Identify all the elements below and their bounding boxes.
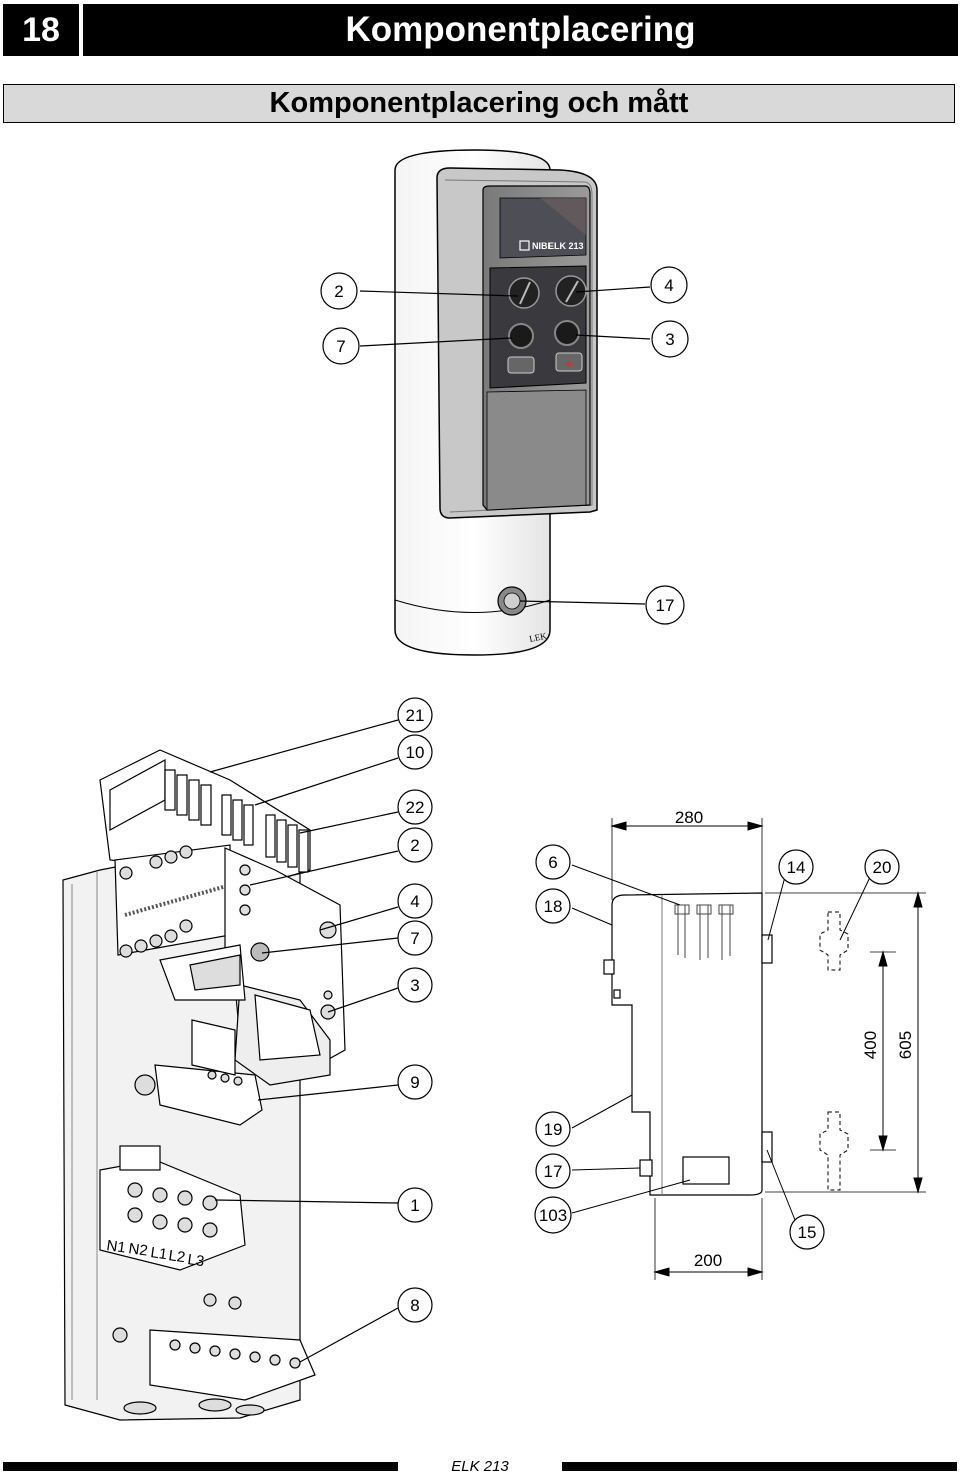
svg-text:21: 21: [406, 706, 425, 725]
callout-internal-1: 1: [397, 1187, 433, 1223]
callout-internal-7: 7: [397, 920, 433, 956]
callout-internal-2: 2: [397, 827, 433, 863]
svg-text:10: 10: [406, 743, 425, 762]
footer-rule-right: [562, 1462, 957, 1471]
callout-top-17: 17: [645, 585, 685, 625]
dim-bottom: 200: [694, 1251, 722, 1270]
terminal-n1: N1: [105, 1237, 126, 1257]
water-heater-illustration: NIBE ELK 213 LEK: [394, 149, 598, 656]
callout-internal-9: 9: [397, 1064, 433, 1100]
callout-side-14: 14: [778, 849, 814, 885]
svg-text:20: 20: [873, 858, 892, 877]
internal-leaders: [209, 719, 399, 1363]
callout-side-20: 20: [864, 849, 900, 885]
terminal-l2: L2: [167, 1247, 186, 1266]
callout-side-19: 19: [535, 1111, 571, 1147]
svg-text:18: 18: [544, 897, 563, 916]
svg-text:6: 6: [548, 853, 557, 872]
indicator-lamp-7: [508, 323, 534, 349]
footer-product: ELK 213: [451, 1458, 509, 1475]
callout-side-103: 103: [534, 1196, 572, 1234]
indicator-lamp-3: [554, 320, 580, 346]
page-title: Komponentplacering: [83, 4, 958, 56]
callout-top-7: 7: [322, 327, 360, 365]
svg-text:1: 1: [410, 1196, 419, 1215]
svg-text:4: 4: [664, 276, 673, 295]
callout-top-2: 2: [320, 272, 358, 310]
svg-text:14: 14: [787, 858, 806, 877]
temperature-knob: [555, 275, 587, 307]
callout-internal-21: 21: [397, 697, 433, 733]
svg-text:2: 2: [334, 282, 343, 301]
callout-internal-10: 10: [397, 734, 433, 770]
terminal-l3: L3: [186, 1251, 205, 1270]
callout-top-3: 3: [651, 320, 689, 358]
svg-text:8: 8: [410, 1296, 419, 1315]
callout-side-15: 15: [789, 1214, 825, 1250]
svg-text:15: 15: [798, 1223, 817, 1242]
svg-text:2: 2: [410, 836, 419, 855]
dim-height-total: 605: [896, 1031, 915, 1059]
terminal-labels: N1 N2 L1 L2 L3: [105, 1237, 205, 1270]
tank-mark: LEK: [528, 630, 548, 644]
svg-text:22: 22: [406, 798, 425, 817]
callout-side-17: 17: [535, 1153, 571, 1189]
svg-text:17: 17: [544, 1162, 563, 1181]
side-leaders: [571, 864, 873, 1221]
terminal-l1: L1: [149, 1244, 168, 1263]
svg-text:3: 3: [665, 330, 674, 349]
top-leaders: [359, 286, 651, 605]
side-view-illustration: [603, 892, 849, 1196]
dim-width: 280: [675, 808, 703, 827]
svg-text:9: 9: [410, 1073, 419, 1092]
section-title: Komponentplacering och mått: [3, 84, 955, 123]
svg-text:7: 7: [336, 337, 345, 356]
svg-text:19: 19: [544, 1120, 563, 1139]
callout-internal-4: 4: [397, 883, 433, 919]
callout-side-18: 18: [535, 888, 571, 924]
terminal-n2: N2: [127, 1240, 148, 1260]
callout-internal-22: 22: [397, 789, 433, 825]
model-label: ELK 213: [548, 241, 584, 251]
callout-internal-8: 8: [397, 1287, 433, 1323]
svg-text:7: 7: [410, 929, 419, 948]
svg-text:4: 4: [410, 892, 419, 911]
callout-top-4: 4: [650, 266, 688, 304]
dim-height-inner: 400: [861, 1031, 880, 1059]
svg-text:103: 103: [539, 1206, 567, 1225]
footer-rule-left: [3, 1462, 398, 1471]
page-number: 18: [3, 4, 79, 56]
callouts: 2 4 7 3 17 21 10 22 2 4 7 3 9 1 8 6 14 2…: [320, 266, 900, 1323]
callout-internal-3: 3: [397, 967, 433, 1003]
dimensions: 280 400 605 200: [610, 808, 926, 1280]
callout-side-6: 6: [535, 844, 571, 880]
internal-components-illustration: [62, 749, 346, 1421]
svg-text:3: 3: [410, 976, 419, 995]
svg-text:17: 17: [656, 596, 675, 615]
brand-label: NIBE: [532, 241, 554, 251]
page-header: 18 Komponentplacering: [3, 4, 958, 56]
